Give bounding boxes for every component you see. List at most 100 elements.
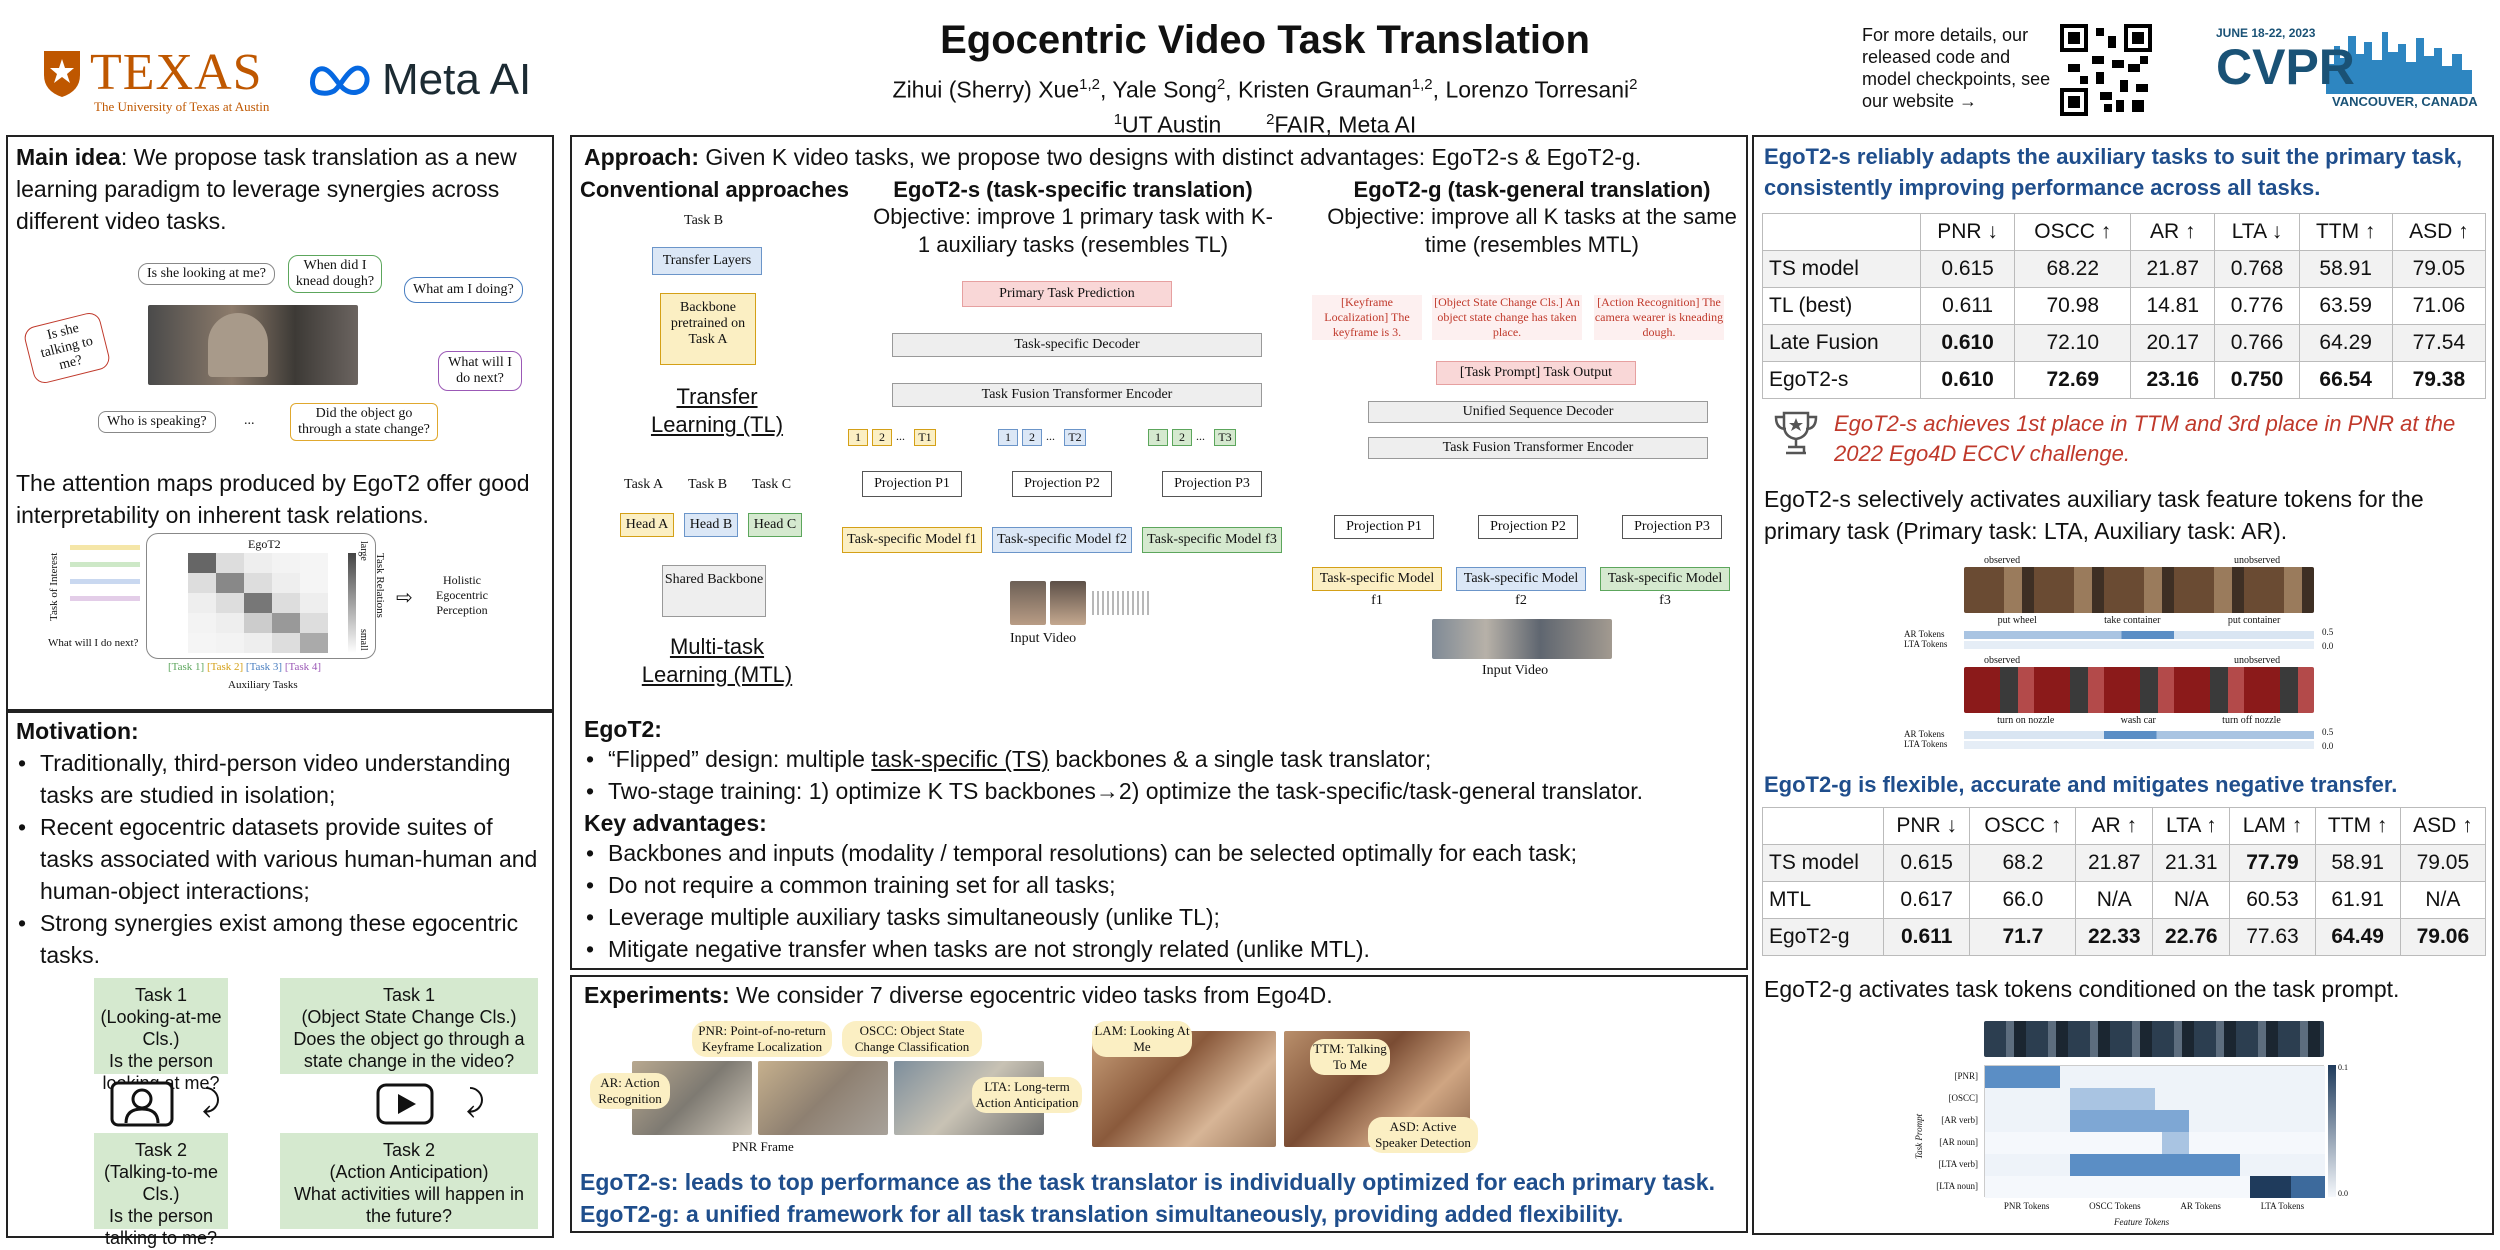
model-f1-box: Task-specific Model f1: [842, 527, 982, 553]
task-card-lta: Task 2 (Action Anticipation) What activi…: [280, 1133, 538, 1229]
lta-token-bar-2: [1964, 741, 2314, 749]
osc-output: [Object State Change Cls.] An object sta…: [1432, 295, 1582, 340]
fusion-encoder-box: Task Fusion Transformer Encoder: [892, 383, 1262, 407]
projection-p3-box: Projection P3: [1162, 471, 1262, 497]
table-header-row: PNR ↓ OSCC ↑ AR ↑ LTA ↑ LAM ↑ TTM ↑ ASD …: [1762, 807, 2487, 845]
scale-top-2: 0.5: [2322, 727, 2334, 737]
bubble-looking: Is she looking at me?: [138, 263, 275, 285]
person-speaking-icon: [110, 1081, 174, 1127]
speech-bubbles-figure: Is she looking at me? When did I knead d…: [22, 255, 528, 455]
egot2-s-results-table: PNR ↓ OSCC ↑ AR ↑ LTA ↓ TTM ↑ ASD ↑ TS m…: [1762, 213, 2487, 399]
bubble-knead: When did I knead dough?: [288, 255, 382, 293]
activation-frames-row1: [1964, 567, 2314, 613]
observed-label-2: observed: [1984, 655, 2021, 666]
meta-ai-logo: Meta AI: [308, 50, 531, 110]
egot2-g-results-table: PNR ↓ OSCC ↑ AR ↑ LTA ↑ LAM ↑ TTM ↑ ASD …: [1762, 807, 2487, 956]
projection-p1-box: Projection P1: [862, 471, 962, 497]
cvpr-place: VANCOUVER, CANADA: [2332, 94, 2478, 109]
main-idea-text: Main idea: We propose task translation a…: [16, 144, 517, 234]
what-next-label: What will I do next?: [48, 637, 139, 649]
bubble-talking: Is she talking to me?: [22, 310, 112, 386]
lam-tag: LAM: Looking At Me: [1092, 1021, 1192, 1057]
g-fusion-encoder-box: Task Fusion Transformer Encoder: [1368, 437, 1708, 459]
unobserved-label-2: unobserved: [2234, 655, 2281, 666]
advantage-bullet: Mitigate negative transfer when tasks ar…: [582, 933, 1742, 965]
tl-label: Transfer Learning (TL): [650, 384, 784, 437]
feature-tokens-axis: Feature Tokens: [2114, 1217, 2170, 1227]
heatmap-colorbar: [2328, 1065, 2336, 1197]
observed-label-1: observed: [1984, 555, 2021, 566]
lta-tokens-label-1: LTA Tokens: [1904, 639, 1948, 649]
poster-header: TEXAS The University of Texas at Austin …: [0, 0, 2500, 137]
g-input-video-frames: [1432, 619, 1612, 659]
mtl-task-c: Task C: [752, 477, 792, 492]
heatmap-row-labels: [PNR] [OSCC] [AR verb] [AR noun] [LTA ve…: [1936, 1071, 1978, 1191]
advantages-heading: Key advantages:: [584, 810, 767, 836]
large-label: large: [358, 541, 369, 561]
task-examples-figure-2: LAM: Looking At Me TTM: Talking To Me AS…: [1092, 1021, 1512, 1161]
aux-task-tags: [Task 1] [Task 2] [Task 3] [Task 4]: [168, 661, 322, 673]
person-silhouette: [208, 313, 268, 377]
shared-backbone-box: Shared Backbone: [662, 565, 766, 617]
task-prompt-box: [Task Prompt] Task Output: [1436, 361, 1636, 385]
video-play-icon: [376, 1083, 434, 1125]
attention-map-figure: Task of Interest What will I do next? Eg…: [48, 533, 528, 703]
affiliations: 1UT Austin 2FAIR, Meta AI: [1113, 110, 1417, 138]
qr-code-icon[interactable]: [2060, 24, 2152, 116]
scale-bottom-1: 0.0: [2322, 641, 2334, 651]
head-b-box: Head B: [684, 513, 738, 537]
prompt-heatmap-figure: Task Prompt [PNR] [OSCC] [AR verb] [AR n…: [1914, 1021, 2348, 1233]
ar-token-bar-1: [1964, 631, 2314, 639]
token-row: 1 2 ... T1 1 2 ... T2 1 2 ... T3: [848, 429, 1278, 451]
trophy-icon: [1774, 411, 1818, 455]
bubble-state-change: Did the object go through a state change…: [290, 403, 438, 441]
motivation-bullet: Strong synergies exist among these egoce…: [14, 907, 544, 971]
meta-ai-wordmark: Meta AI: [382, 55, 532, 104]
ttm-tag: TTM: Talking To Me: [1310, 1039, 1390, 1075]
aux-tasks-label: Auxiliary Tasks: [228, 679, 298, 691]
website-note: For more details, our released code and …: [1862, 25, 2051, 111]
egot2-g-diagram: [Keyframe Localization] The keyframe is …: [1312, 277, 1742, 697]
task-arrows: [70, 539, 140, 629]
egot2-g-result-heading: EgoT2-g is flexible, accurate and mitiga…: [1764, 772, 2398, 797]
ar-tag: AR: Action Recognition: [590, 1073, 670, 1109]
g-model-f1-box: Task-specific Model f1: [1312, 567, 1442, 608]
heatmap-video-strip: [1984, 1021, 2324, 1057]
approach-panel: Approach: Given K video tasks, we propos…: [570, 135, 1748, 970]
head-c-box: Head C: [748, 513, 802, 537]
mtl-task-b: Task B: [688, 477, 728, 492]
vancouver-skyline-icon: [2326, 32, 2472, 94]
texas-subtitle: The University of Texas at Austin: [94, 99, 270, 114]
egot2-heading: EgoT2:: [584, 716, 662, 742]
conventional-heading: Conventional approaches: [580, 177, 849, 202]
mtl-label: Multi-task Learning (MTL): [641, 634, 793, 687]
primary-pred-box: Primary Task Prediction: [962, 281, 1172, 307]
ar-tokens-label-1: AR Tokens: [1904, 629, 1945, 639]
poster-title: Egocentric Video Task Translation: [940, 18, 1590, 62]
longhorn-shield-icon: [44, 51, 80, 97]
cvpr-2023-logo: JUNE 18-22, 2023 CVPR VANCOUVER, CANADA: [2216, 24, 2478, 114]
mtl-task-a: Task A: [624, 477, 664, 492]
conventional-diagram: Task B Transfer Layers Backbone pretrain…: [620, 213, 802, 773]
egot2-bullet: Two-stage training: 1) optimize K TS bac…: [582, 775, 1742, 807]
holistic-label: Holistic Egocentric Perception: [436, 573, 488, 617]
pnr-tag: PNR: Point-of-no-return Keyframe Localiz…: [692, 1021, 832, 1057]
main-idea-panel: Main idea: We propose task translation a…: [6, 135, 554, 711]
lta-tokens-label-2: LTA Tokens: [1904, 739, 1948, 749]
advantage-bullet: Backbones and inputs (modality / tempora…: [582, 837, 1742, 869]
unified-decoder-box: Unified Sequence Decoder: [1368, 401, 1708, 423]
input-face-1: [1010, 581, 1046, 625]
heatmap-col-labels: PNR Tokens OSCC Tokens AR Tokens LTA Tok…: [2003, 1201, 2305, 1211]
lta-token-bar-1: [1964, 641, 2314, 649]
pnr-frame-label: PNR Frame: [732, 1139, 794, 1154]
cvpr-dates: JUNE 18-22, 2023: [2216, 26, 2316, 40]
egot2-s-result-heading: EgoT2-s reliably adapts the auxiliary ta…: [1764, 144, 2463, 200]
ut-texas-logo: TEXAS The University of Texas at Austin: [40, 45, 270, 115]
unobserved-label-1: unobserved: [2234, 555, 2281, 566]
